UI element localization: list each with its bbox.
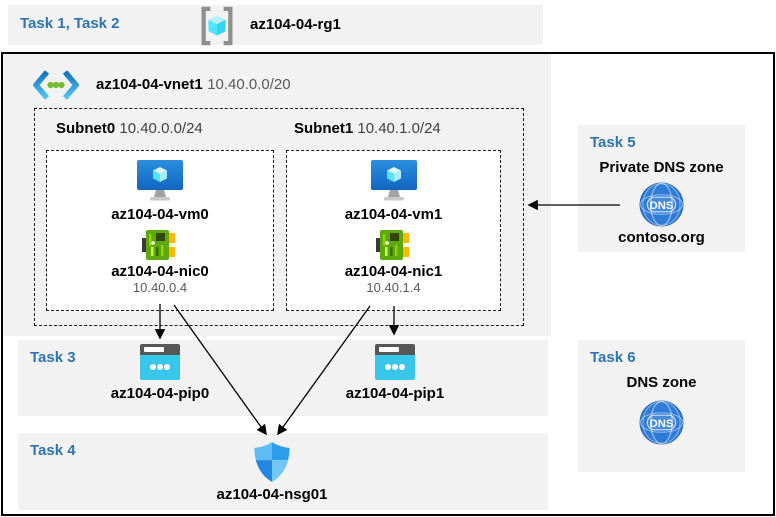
nic-private-ip: 10.40.0.4 xyxy=(132,280,188,295)
subnet1-cidr: 10.40.1.0/24 xyxy=(357,120,441,137)
private-dns-zone-title: Private DNS zone xyxy=(599,159,724,176)
public-ip-icon xyxy=(140,344,180,382)
dns-zone-title: DNS zone xyxy=(626,374,697,391)
task-5-box: Task 5 Private DNS zone DNS contoso.org xyxy=(578,125,745,252)
nic-name: az104-04-nic1 xyxy=(344,263,443,280)
resource-group-name: az104-04-rg1 xyxy=(250,16,341,33)
subnet1-name: Subnet1 xyxy=(294,120,354,137)
task-1-2-band: Task 1, Task 2 xyxy=(8,5,543,45)
network-interface-icon xyxy=(375,229,412,261)
task-5-label: Task 5 xyxy=(590,134,636,151)
dns-zone-icon: DNS xyxy=(639,400,684,445)
vnet-title: az104-04-vnet1 10.40.0.0/20 xyxy=(96,76,291,94)
public-ip-name: az104-04-pip0 xyxy=(110,385,210,402)
vnet-name: az104-04-vnet1 xyxy=(96,76,203,93)
dns-icon-text: DNS xyxy=(650,418,674,430)
task-3-label: Task 3 xyxy=(30,349,76,366)
task-6-label: Task 6 xyxy=(590,349,636,366)
public-ip-0-group: az104-04-pip0 xyxy=(90,344,230,402)
network-security-group-shield-icon xyxy=(253,441,291,483)
public-ip-icon xyxy=(375,344,415,382)
public-ip-1-group: az104-04-pip1 xyxy=(325,344,465,402)
virtual-machine-icon xyxy=(136,159,184,203)
private-dns-zone-name: contoso.org xyxy=(618,229,705,246)
subnet1-box: az104-04-vm1 az104-04-nic1 10.40.1.4 xyxy=(286,150,501,311)
subnet0-name: Subnet0 xyxy=(56,120,116,137)
resource-group-icon xyxy=(197,6,237,46)
nsg-name: az104-04-nsg01 xyxy=(216,486,328,503)
dns-icon-text: DNS xyxy=(650,200,674,212)
vm-name: az104-04-vm1 xyxy=(344,206,443,223)
dns-zone-icon: DNS xyxy=(639,182,684,227)
subnet0-cidr: 10.40.0.0/24 xyxy=(119,120,203,137)
task-6-box: Task 6 DNS zone DNS xyxy=(578,340,745,472)
virtual-network-icon xyxy=(33,70,79,100)
vm-name: az104-04-vm0 xyxy=(111,206,209,223)
public-ip-name: az104-04-pip1 xyxy=(345,385,445,402)
virtual-machine-icon xyxy=(370,159,418,203)
nic-name: az104-04-nic0 xyxy=(111,263,209,280)
task-4-label: Task 4 xyxy=(30,442,76,459)
task-1-2-label: Task 1, Task 2 xyxy=(20,15,120,32)
subnet0-box: az104-04-vm0 az104-04-nic0 10.40.0.4 xyxy=(46,150,274,311)
subnet1-title: Subnet1 10.40.1.0/24 xyxy=(294,120,441,137)
network-interface-icon xyxy=(142,229,178,261)
subnet0-title: Subnet0 10.40.0.0/24 xyxy=(56,120,203,137)
nic-private-ip: 10.40.1.4 xyxy=(366,280,421,295)
vnet-cidr: 10.40.0.0/20 xyxy=(207,76,291,93)
nsg-group: az104-04-nsg01 xyxy=(202,441,342,503)
